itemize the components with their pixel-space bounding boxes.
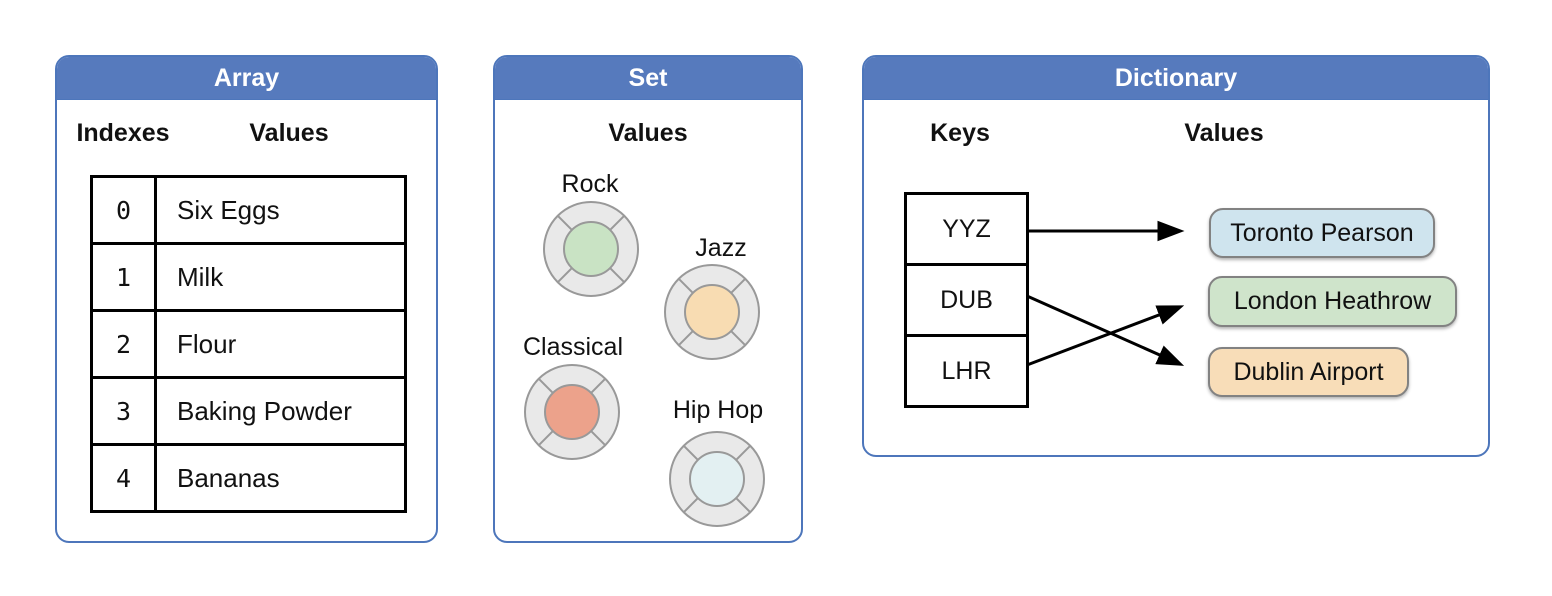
set-panel-title: Set [495,57,801,100]
table-row: 4 Bananas [90,443,407,513]
array-value-cell: Bananas [154,443,407,513]
record-icon-rock [543,201,639,297]
dictionary-panel: Dictionary Keys Values YYZ DUB LHR Toron… [862,55,1490,457]
table-row: DUB [904,263,1029,337]
dictionary-value-label: Toronto Pearson [1230,218,1414,247]
dictionary-key-cell: LHR [904,334,1029,408]
array-values-column-header: Values [249,119,329,147]
set-item-label-jazz: Jazz [695,234,747,262]
set-item-label-hiphop: Hip Hop [672,396,764,424]
record-icon-hiphop [669,431,765,527]
set-panel: Set Values Rock Jazz Classical Hip Hop [493,55,803,543]
set-item-label-classical: Classical [522,333,624,361]
table-row: 0 Six Eggs [90,175,407,245]
set-item-label-rock: Rock [561,170,619,198]
array-index-cell: 4 [90,443,157,513]
array-index-cell: 1 [90,242,157,312]
dictionary-panel-title: Dictionary [864,57,1488,100]
table-row: 2 Flour [90,309,407,379]
dictionary-keys-column-header: Keys [930,119,990,147]
array-panel-title: Array [57,57,436,100]
dictionary-key-cell: YYZ [904,192,1029,266]
dictionary-key-table: YYZ DUB LHR [904,192,1029,408]
array-table: 0 Six Eggs 1 Milk 2 Flour 3 Baking Powde… [90,175,407,513]
array-value-cell: Six Eggs [154,175,407,245]
array-indexes-column-header: Indexes [76,119,170,147]
dictionary-value-pill-toronto: Toronto Pearson [1209,208,1435,258]
dictionary-values-column-header: Values [1184,119,1264,147]
array-index-cell: 2 [90,309,157,379]
array-value-cell: Baking Powder [154,376,407,446]
dictionary-value-pill-dublin: Dublin Airport [1208,347,1409,397]
arrow-lhr-to-london [1026,305,1185,367]
array-index-cell: 0 [90,175,157,245]
array-value-cell: Milk [154,242,407,312]
table-row: 1 Milk [90,242,407,312]
table-row: LHR [904,334,1029,408]
array-panel: Array Indexes Values 0 Six Eggs 1 Milk 2… [55,55,438,543]
dictionary-value-label: Dublin Airport [1233,357,1384,386]
dictionary-value-pill-london: London Heathrow [1208,276,1457,327]
arrow-dub-to-dublin [1026,294,1185,366]
dictionary-value-label: London Heathrow [1233,287,1432,315]
dictionary-key-cell: DUB [904,263,1029,337]
set-values-column-header: Values [608,119,688,147]
table-row: YYZ [904,192,1029,266]
table-row: 3 Baking Powder [90,376,407,446]
array-index-cell: 3 [90,376,157,446]
array-value-cell: Flour [154,309,407,379]
record-icon-jazz [664,264,760,360]
record-icon-classical [524,364,620,460]
